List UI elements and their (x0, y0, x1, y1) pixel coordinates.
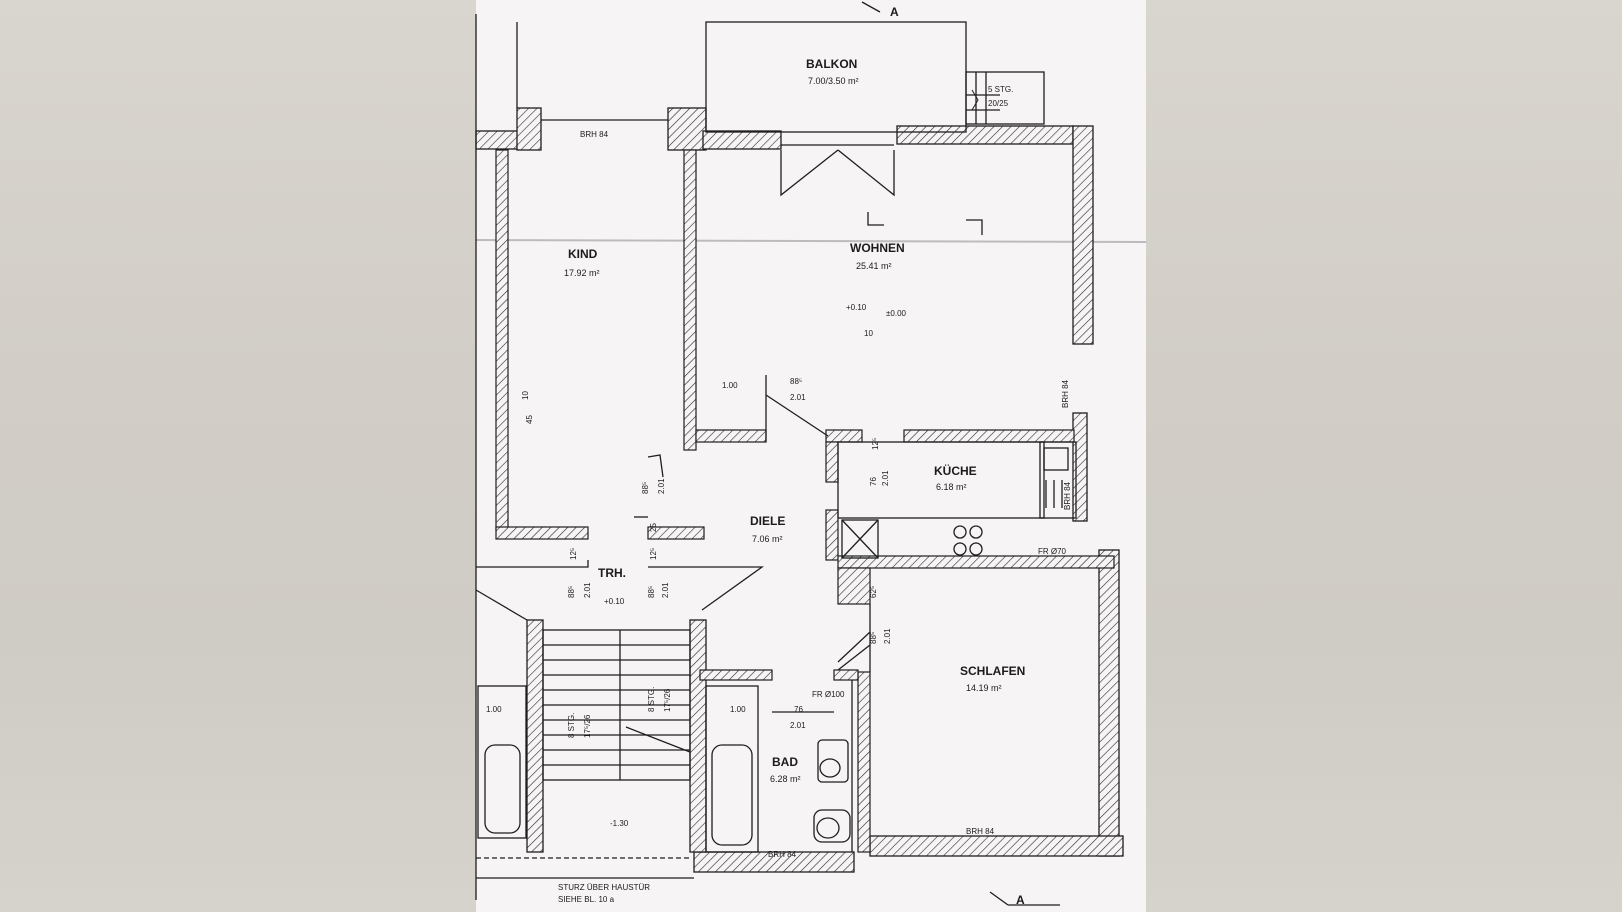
level-wohnen-c: 10 (864, 329, 873, 338)
trh-label: TRH. (598, 566, 626, 580)
dim-left-100: 1.00 (486, 705, 502, 714)
dim-kind-door-h: 2.01 (657, 478, 666, 494)
dim-trh-l-125: 12⁵ (569, 548, 578, 560)
section-mark-top: A (890, 5, 899, 19)
bad-area: 6.28 m² (770, 774, 801, 784)
dim-schlafen-h: 2.01 (883, 628, 892, 644)
blurred-background-left (0, 0, 476, 912)
floor-plan-sheet (476, 0, 1146, 912)
dim-diele-25: 25 (649, 523, 658, 532)
diele-area: 7.06 m² (752, 534, 783, 544)
fr-bad: FR Ø100 (812, 690, 845, 699)
brh-kind: BRH 84 (580, 130, 609, 139)
stairs-outside: 5 STG. (988, 85, 1013, 94)
dim-bad-100: 1.00 (730, 705, 746, 714)
note-line-1: STURZ ÜBER HAUSTÜR (558, 883, 650, 892)
brh-wohnen: BRH 84 (1061, 379, 1070, 408)
dim-bad-76: 76 (794, 705, 803, 714)
plan-outlines (475, 1, 1077, 906)
stairs-left: 8 STG. (567, 713, 576, 738)
dim-kind-door-w: 88⁵ (641, 482, 650, 494)
dim-kind-45: 45 (525, 415, 534, 424)
kueche-area: 6.18 m² (936, 482, 967, 492)
dim-kueche-76: 76 (869, 477, 878, 486)
exterior-walls (475, 107, 1124, 873)
dim-wohnen-door-w: 88⁵ (790, 377, 802, 386)
annotations: BRH 84 BRH 84 BRH 84 BRH 84 BRH 84 5 STG… (558, 5, 1072, 907)
dim-wohnen-100: 1.00 (722, 381, 738, 390)
level-wohnen-a: +0.10 (846, 303, 867, 312)
dim-schlafen-w: 88⁵ (869, 632, 878, 644)
schlafen-label: SCHLAFEN (960, 664, 1025, 678)
schlafen-area: 14.19 m² (966, 683, 1002, 693)
dim-wohnen-door-h: 2.01 (790, 393, 806, 402)
paper-fold-line (475, 239, 1147, 243)
stairs-outside-ratio: 20/25 (988, 99, 1009, 108)
dim-schlafen-625: 62⁵ (869, 586, 878, 598)
blurred-background-right (1146, 0, 1622, 912)
balcony (705, 21, 1045, 197)
balkon-label: BALKON (806, 57, 857, 71)
brh-kueche: BRH 84 (1063, 481, 1072, 510)
kueche-label: KÜCHE (934, 463, 977, 478)
dim-kind-10: 10 (521, 391, 530, 400)
room-labels: BALKON 7.00/3.50 m² KIND 17.92 m² WOHNEN… (564, 57, 1025, 784)
dim-kueche-125: 12⁵ (871, 438, 880, 450)
level-wohnen-b: ±0.00 (886, 309, 907, 318)
dim-bad-201: 2.01 (790, 721, 806, 730)
note-line-2: SIEHE BL. 10 a (558, 895, 615, 904)
kind-area: 17.92 m² (564, 268, 600, 278)
stairs-left-ratio: 17⁵/26 (583, 714, 592, 738)
fr-kueche: FR Ø70 (1038, 547, 1067, 556)
wohnen-area: 25.41 m² (856, 261, 892, 271)
dim-trh-r-125: 12⁵ (649, 548, 658, 560)
dim-trh-l-h: 2.01 (583, 582, 592, 598)
section-mark-bottom: A (1016, 893, 1025, 907)
dim-kueche-201: 2.01 (881, 470, 890, 486)
balkon-area: 7.00/3.50 m² (808, 76, 859, 86)
diele-label: DIELE (750, 514, 785, 528)
bad-label: BAD (772, 755, 798, 769)
dimensions: 88⁵ 2.01 45 10 1.00 88⁵ 2.01 76 2.01 12⁵… (486, 377, 892, 730)
dim-trh-l-w: 88⁵ (567, 586, 576, 598)
brh-schlafen: BRH 84 (966, 827, 995, 836)
level-lower: -1.30 (610, 819, 629, 828)
interior-walls (495, 149, 1115, 853)
stairs-right-ratio: 17⁵/26 (663, 688, 672, 712)
stairs-right: 8 STG. (647, 687, 656, 712)
wohnen-label: WOHNEN (850, 241, 905, 255)
dim-trh-r-h: 2.01 (661, 582, 670, 598)
brh-bad: BRH 84 (768, 850, 797, 859)
kind-label: KIND (568, 247, 598, 261)
dim-trh-r-w: 88⁵ (647, 586, 656, 598)
level-trh: +0.10 (604, 597, 625, 606)
